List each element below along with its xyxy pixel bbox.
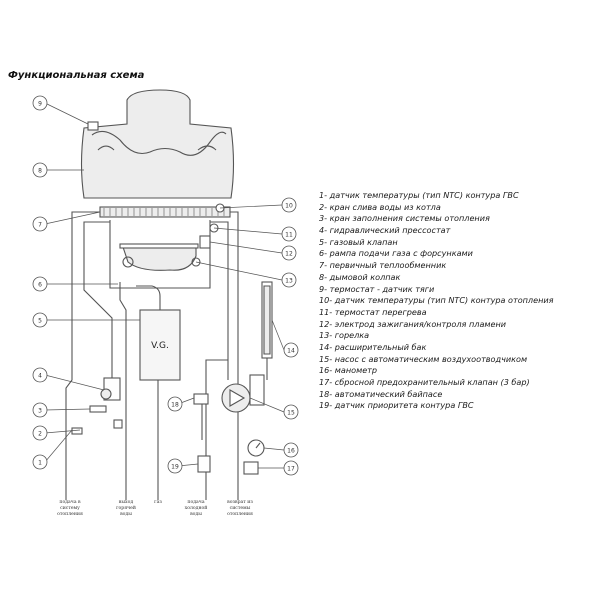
legend-item: 17- сбросной предохранительный клапан (3… xyxy=(319,377,530,387)
svg-text:5: 5 xyxy=(38,318,42,325)
callout-leaders xyxy=(44,102,285,469)
gas-valve-label: V.G. xyxy=(151,341,169,351)
callout-13: 13 xyxy=(281,272,297,288)
component-legend: 1- датчик температуры (тип NTC) контура … xyxy=(319,190,597,412)
label-heating-return: возврат из системы отопления xyxy=(227,500,253,517)
legend-item: 2- кран слива воды из котла xyxy=(319,201,441,212)
legend-item: 12- электрод зажигания/контроля пламени xyxy=(319,318,507,329)
svg-text:2: 2 xyxy=(38,431,42,438)
callout-18: 18 xyxy=(167,396,183,412)
legend-item: 8- дымовой колпак xyxy=(319,271,401,282)
svg-text:11: 11 xyxy=(285,232,293,239)
svg-text:8: 8 xyxy=(38,168,42,175)
callout-6: 6 xyxy=(32,276,48,292)
svg-text:систему: систему xyxy=(60,506,80,511)
combustion-chamber xyxy=(109,220,211,289)
callout-8: 8 xyxy=(32,162,48,178)
flue-hood xyxy=(80,89,235,199)
burner xyxy=(121,243,197,271)
svg-text:17: 17 xyxy=(287,466,295,473)
gas-ramp xyxy=(119,243,199,249)
legend-item: 3- кран заполнения системы отопления xyxy=(319,213,490,224)
svg-text:6: 6 xyxy=(38,282,42,289)
label-hot-water-out: выход горячей воды xyxy=(116,500,136,517)
legend-item: 5- газовый клапан xyxy=(319,236,398,247)
svg-text:3: 3 xyxy=(38,408,42,415)
gas-valve xyxy=(139,309,181,381)
callout-10: 10 xyxy=(281,197,297,213)
callout-15: 15 xyxy=(283,404,299,420)
svg-text:отопления: отопления xyxy=(227,512,253,517)
svg-text:10: 10 xyxy=(285,203,293,210)
diagram-title: Функциональная схема xyxy=(8,70,145,81)
svg-text:12: 12 xyxy=(285,251,293,258)
callout-17: 17 xyxy=(283,460,299,476)
legend-item: 18- автоматический байпасе xyxy=(319,388,443,399)
label-heating-supply: подача в систему отопления xyxy=(57,500,83,517)
bottom-labels: подача в систему отопления выход горячей… xyxy=(57,500,253,517)
callout-14: 14 xyxy=(283,342,299,358)
primary-heat-exchanger xyxy=(99,206,231,218)
legend-item: 14- расширительный бак xyxy=(319,341,427,352)
svg-text:подача: подача xyxy=(187,500,204,505)
legend-item: 13- горелка xyxy=(319,330,370,341)
svg-text:горячей: горячей xyxy=(116,505,136,511)
svg-text:воды: воды xyxy=(120,512,132,517)
callout-11: 11 xyxy=(281,226,297,242)
svg-text:газ: газ xyxy=(154,500,162,505)
flue-hood-contour xyxy=(91,130,227,156)
callout-4: 4 xyxy=(32,367,48,383)
legend-item: 4- гидравлический прессостат xyxy=(319,225,451,236)
legend-item: 15- насос с автоматическим воздухоотводч… xyxy=(319,353,528,364)
svg-text:выход: выход xyxy=(119,500,134,505)
callout-19: 19 xyxy=(167,458,183,474)
svg-text:1: 1 xyxy=(38,460,42,467)
label-cold-water-in: подача холодной воды xyxy=(185,500,208,517)
svg-text:холодной: холодной xyxy=(185,505,208,511)
legend-item: 10- датчик температуры (тип NTC) контура… xyxy=(319,295,554,306)
callout-3: 3 xyxy=(32,402,48,418)
svg-text:18: 18 xyxy=(171,402,179,409)
svg-text:подача в: подача в xyxy=(59,500,81,505)
svg-text:19: 19 xyxy=(171,464,179,471)
svg-text:13: 13 xyxy=(285,278,293,285)
svg-text:4: 4 xyxy=(38,373,42,380)
svg-text:воды: воды xyxy=(190,512,202,517)
legend-item: 19- датчик приоритета контура ГВС xyxy=(319,400,474,411)
legend-item: 11- термостат перегрева xyxy=(319,306,427,317)
svg-text:15: 15 xyxy=(287,410,295,417)
legend-item: 9- термостат - датчик тяги xyxy=(319,283,435,294)
svg-text:возврат из: возврат из xyxy=(227,500,253,505)
callouts: 1 2 3 4 5 6 7 8 9 10 11 12 13 14 15 16 1… xyxy=(32,95,299,476)
callout-9: 9 xyxy=(32,95,48,111)
svg-text:16: 16 xyxy=(287,448,295,455)
label-gas: газ xyxy=(154,500,162,505)
svg-text:отопления: отопления xyxy=(57,512,83,517)
callout-16: 16 xyxy=(283,442,299,458)
svg-text:7: 7 xyxy=(38,222,42,229)
svg-text:9: 9 xyxy=(38,101,42,108)
svg-text:14: 14 xyxy=(287,348,295,355)
callout-12: 12 xyxy=(281,245,297,261)
callout-5: 5 xyxy=(32,312,48,328)
legend-item: 7- первичный теплообменник xyxy=(319,260,447,271)
svg-text:системы: системы xyxy=(230,506,251,511)
legend-item: 6- рампа подачи газа с форсунками xyxy=(319,248,473,259)
legend-item: 1- датчик температуры (тип NTC) контура … xyxy=(319,190,519,200)
legend-item: 16- манометр xyxy=(319,365,378,376)
callout-2: 2 xyxy=(32,425,48,441)
callout-7: 7 xyxy=(32,216,48,232)
callout-1: 1 xyxy=(32,454,48,470)
